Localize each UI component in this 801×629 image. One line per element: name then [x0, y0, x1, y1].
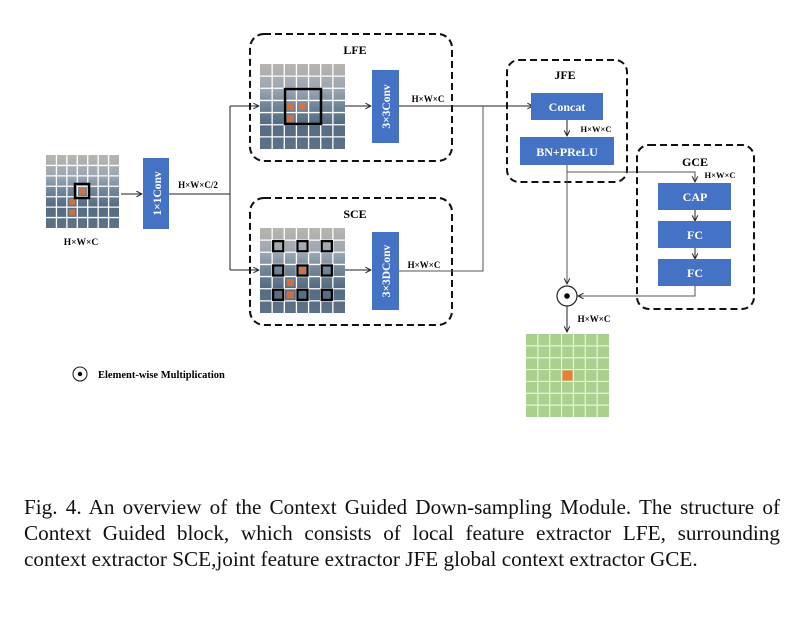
- gce-module: GCE H×W×C CAP FC FC: [636, 144, 755, 310]
- lfe-highlight-box: [283, 87, 323, 126]
- bn-to-gce-line: [567, 171, 695, 182]
- fire-patch: [298, 102, 307, 111]
- conv1x1-label: 1×1Conv: [152, 171, 164, 216]
- gce-to-multiply-line: [578, 286, 696, 296]
- sample-box: [272, 264, 285, 277]
- sample-box: [320, 264, 333, 277]
- gce-dashed-border: [636, 144, 755, 310]
- sce-output-label: H×W×C: [408, 260, 441, 270]
- sample-box: [272, 240, 285, 253]
- fire-patch: [79, 188, 86, 195]
- gce-title: GCE: [682, 155, 708, 169]
- fc2-label: FC: [687, 266, 703, 280]
- sce-conv-block: [372, 232, 399, 310]
- lfe-conv-label: 3×3Conv: [381, 84, 393, 129]
- cap-label: CAP: [683, 190, 708, 204]
- context-guided-downsampling-diagram: H×W×C 1×1Conv H×W×C/2 LFE 3×3Conv H×W×C …: [46, 33, 755, 417]
- concat-label: Concat: [549, 100, 586, 114]
- fire-patch: [286, 115, 294, 123]
- lfe-conv-block: [372, 70, 399, 143]
- fc1-label: FC: [687, 228, 703, 242]
- fire-patch: [286, 291, 294, 299]
- input-image-grid: [46, 155, 119, 228]
- fire-patch: [68, 198, 76, 206]
- legend-label: Element-wise Multiplication: [98, 370, 225, 381]
- jfe-mid-label: H×W×C: [581, 124, 612, 134]
- cap-block: [658, 183, 731, 210]
- sce-title: SCE: [343, 207, 366, 221]
- bn-prelu-block: [520, 137, 614, 165]
- input-feature-map: H×W×C: [46, 155, 119, 248]
- conv1x1-output-label: H×W×C/2: [178, 180, 218, 190]
- figure-caption: Fig. 4. An overview of the Context Guide…: [24, 495, 780, 571]
- sce-dashed-border: [249, 197, 453, 326]
- sce-dilated-sample-boxes: [272, 240, 333, 301]
- output-feature-map: [526, 334, 609, 417]
- bn-prelu-label: BN+PReLU: [536, 145, 598, 159]
- output-center-cell: [562, 370, 573, 381]
- legend: Element-wise Multiplication: [72, 366, 225, 382]
- lfe-title: LFE: [343, 43, 366, 57]
- jfe-module: JFE Concat H×W×C BN+PReLU: [506, 59, 628, 183]
- lfe-image-grid: [260, 64, 345, 149]
- lfe-output-label: H×W×C: [412, 94, 445, 104]
- fc2-block: [658, 259, 731, 286]
- jfe-title: JFE: [554, 68, 575, 82]
- input-highlight-box: [73, 182, 91, 200]
- lfe-module: LFE 3×3Conv H×W×C: [249, 33, 453, 162]
- fire-patch: [286, 279, 294, 287]
- fire-patch: [68, 209, 76, 216]
- fc1-block: [658, 221, 731, 248]
- sample-box: [296, 240, 309, 253]
- input-size-label: H×W×C: [64, 238, 99, 248]
- sample-box: [296, 288, 309, 301]
- sce-conv-label: 3×3DConv: [381, 244, 393, 297]
- conv1x1-block: 1×1Conv: [143, 158, 169, 229]
- legend-multiply-icon: [72, 366, 88, 382]
- fire-patch: [286, 102, 294, 111]
- concat-block: [531, 93, 603, 120]
- sample-box: [320, 240, 333, 253]
- sce-module: SCE 3×3DConv H×W×C: [249, 197, 453, 326]
- lfe-dashed-border: [249, 33, 453, 162]
- gce-input-label: H×W×C: [705, 170, 736, 180]
- sample-box: [272, 288, 285, 301]
- sample-box: [320, 288, 333, 301]
- output-size-label: H×W×C: [578, 314, 611, 324]
- sce-output-line: [399, 106, 484, 272]
- fire-patch: [298, 266, 307, 275]
- elementwise-multiply-icon: [556, 285, 578, 307]
- sample-box: [296, 264, 309, 277]
